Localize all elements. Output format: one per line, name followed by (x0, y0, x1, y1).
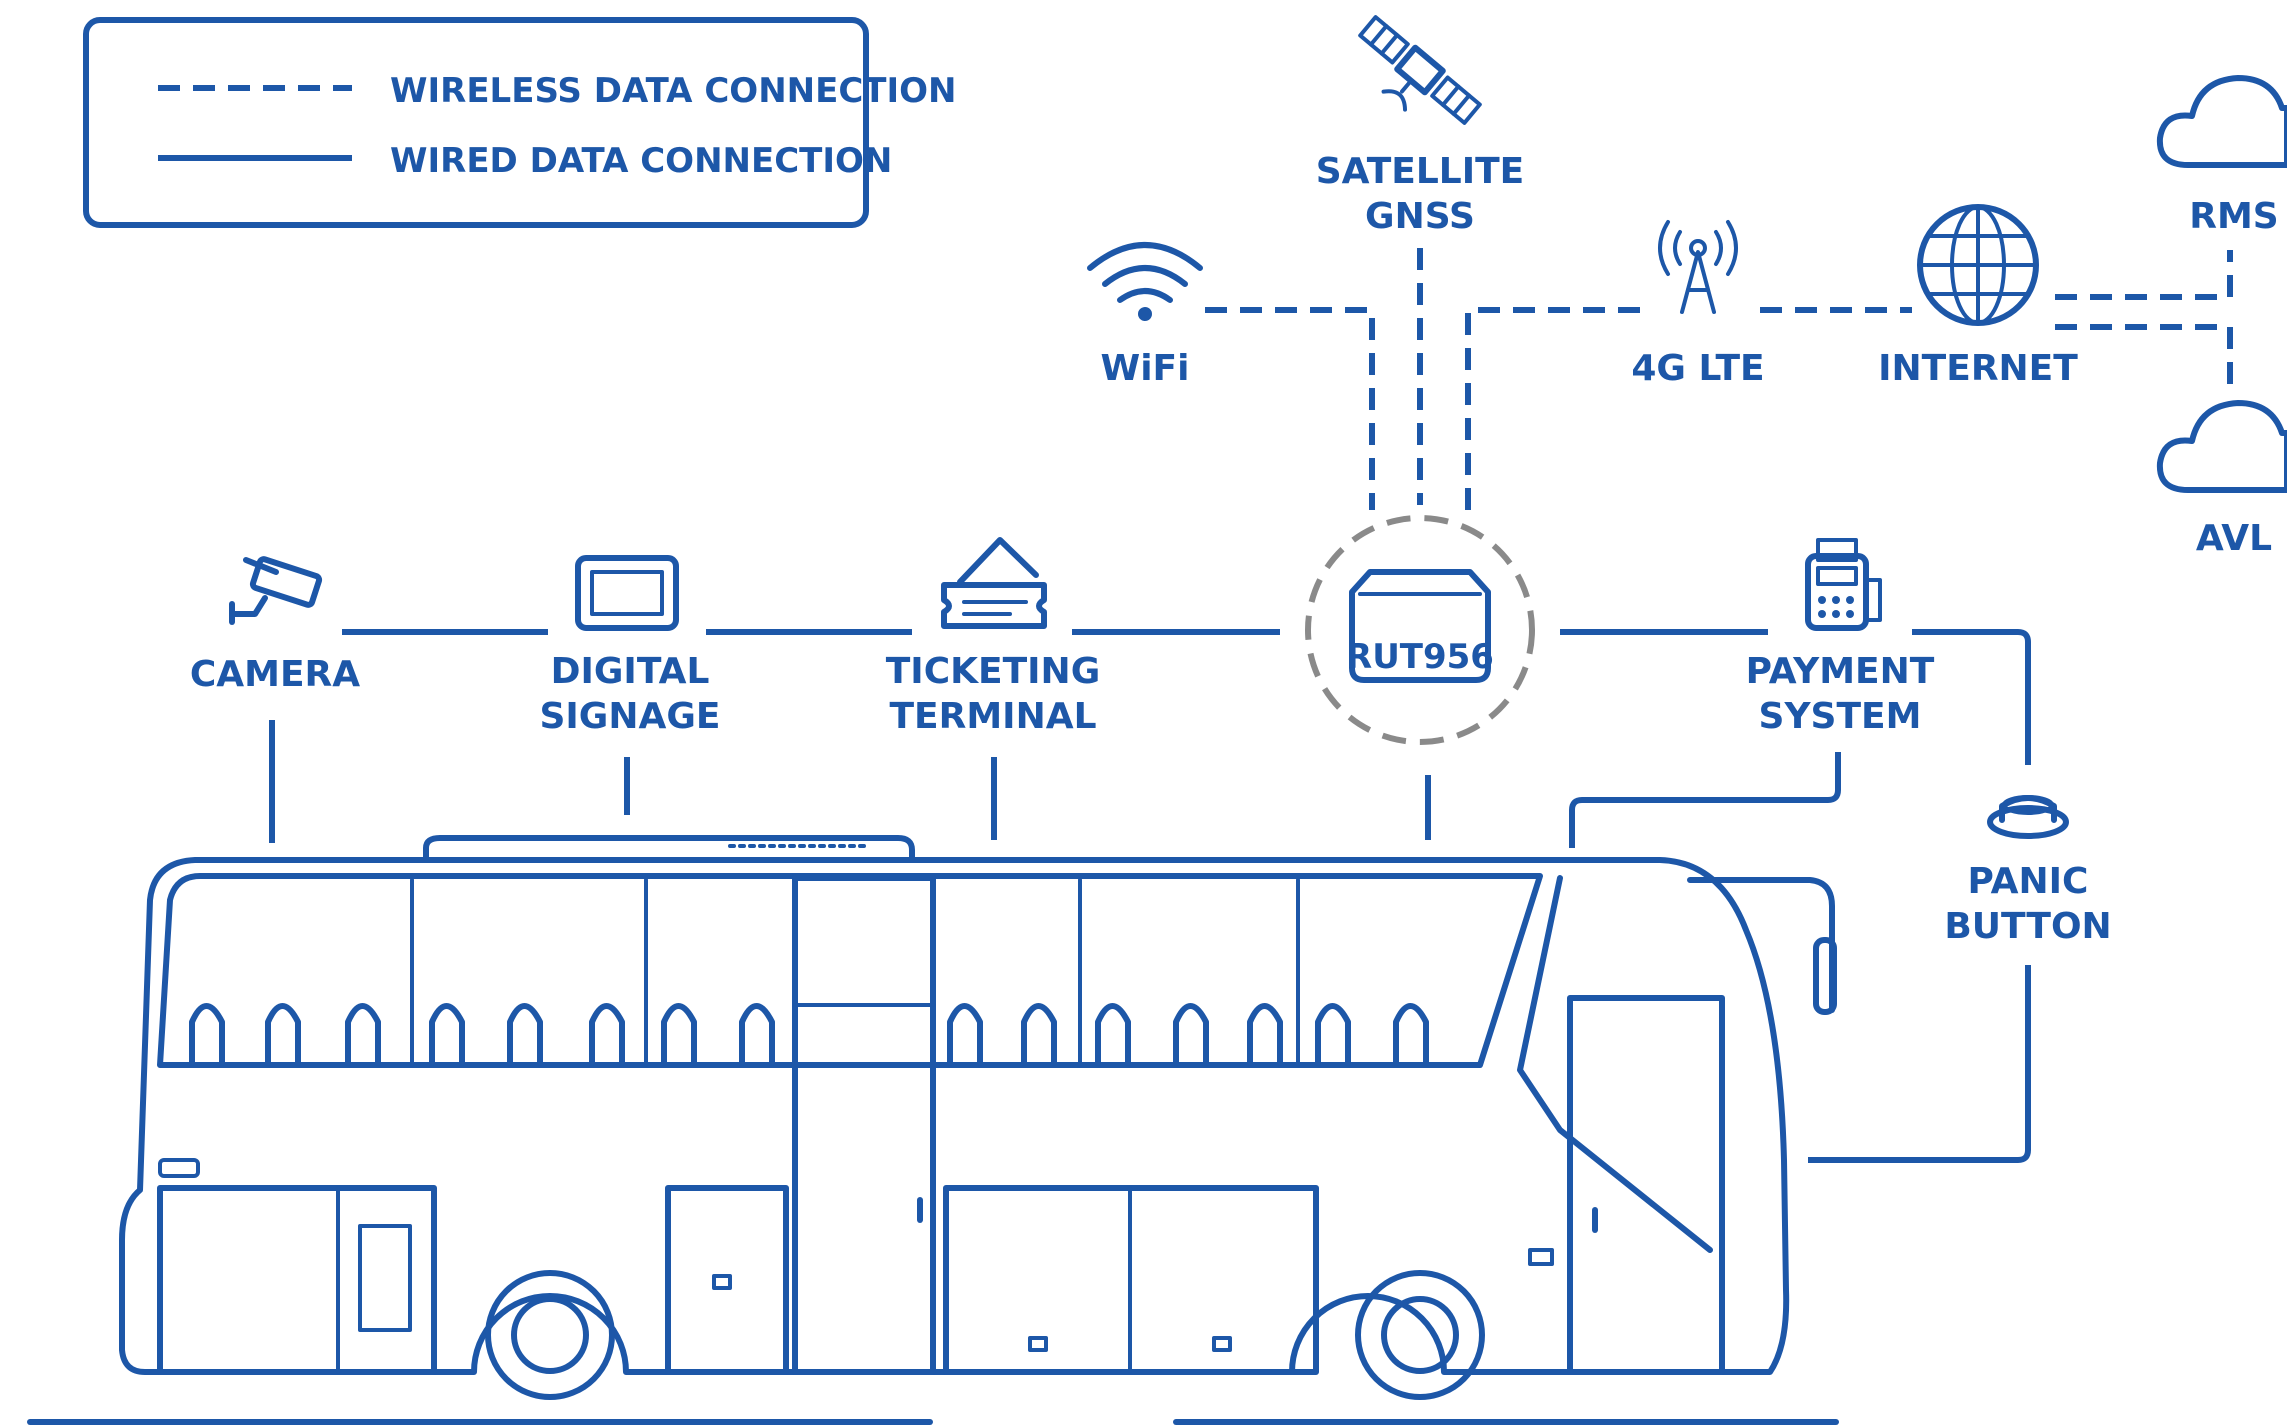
wireless-connections (1205, 248, 2233, 510)
rms-label: RMS (2189, 196, 2278, 237)
ticket-icon (941, 537, 1047, 629)
satellite-node: SATELLITE GNSS (1316, 15, 1525, 237)
front-wheel (1355, 1270, 1485, 1400)
satellite-icon (1358, 15, 1482, 125)
lte-label: 4G LTE (1631, 348, 1764, 389)
panic-button-icon (1987, 795, 2069, 839)
rear-wheel (485, 1270, 615, 1400)
legend: WIRELESS DATA CONNECTION WIRED DATA CONN… (83, 17, 956, 228)
internet-label: INTERNET (1878, 348, 2078, 389)
digital-signage-label-line2: SIGNAGE (539, 696, 720, 737)
legend-wired-label: WIRED DATA CONNECTION (390, 141, 892, 181)
seat-row (189, 1003, 1429, 1066)
payment-label-line2: SYSTEM (1759, 696, 1922, 737)
camera-label: CAMERA (190, 654, 360, 695)
globe-icon (1917, 204, 2039, 326)
legend-wireless-label: WIRELESS DATA CONNECTION (390, 71, 956, 111)
screen-icon (575, 555, 679, 631)
bus-body (119, 857, 1790, 1375)
router-ring (1305, 515, 1535, 745)
ticketing-node: TICKETING TERMINAL (886, 537, 1101, 737)
lte-node: 4G LTE (1631, 220, 1765, 389)
router-label: RUT956 (1346, 637, 1494, 677)
router-icon (1349, 569, 1491, 683)
panic-label-line1: PANIC (1968, 861, 2089, 902)
wifi-node: WiFi (1087, 242, 1203, 389)
wifi-label: WiFi (1101, 348, 1190, 389)
payment-label-line1: PAYMENT (1746, 651, 1935, 692)
panic-label-line2: BUTTON (1944, 906, 2111, 947)
internet-node: INTERNET (1878, 204, 2078, 389)
wired-connections (269, 629, 2031, 1163)
avl-cloud-icon (2156, 400, 2287, 493)
panic-button-node: PANIC BUTTON (1944, 795, 2112, 947)
camera-node: CAMERA (190, 556, 360, 695)
digital-signage-node: DIGITAL SIGNAGE (539, 555, 721, 737)
ticketing-label-line1: TICKETING (886, 651, 1101, 692)
avl-label: AVL (2196, 518, 2272, 559)
satellite-label-line2: GNSS (1365, 196, 1475, 237)
avl-node: AVL (2156, 400, 2287, 559)
rms-node: RMS (2156, 75, 2287, 237)
satellite-label-line1: SATELLITE (1316, 151, 1525, 192)
rms-cloud-icon (2156, 75, 2287, 168)
payment-terminal-icon (1805, 538, 1882, 631)
payment-node: PAYMENT SYSTEM (1746, 538, 1935, 737)
cell-tower-icon (1658, 220, 1738, 314)
digital-signage-label-line1: DIGITAL (551, 651, 710, 692)
legend-box (83, 17, 869, 228)
wifi-icon (1087, 242, 1203, 321)
ticketing-label-line2: TERMINAL (889, 696, 1096, 737)
camera-icon (229, 556, 323, 625)
router-rut956: RUT956 (1305, 515, 1535, 745)
bus-illustration (27, 835, 1839, 1425)
